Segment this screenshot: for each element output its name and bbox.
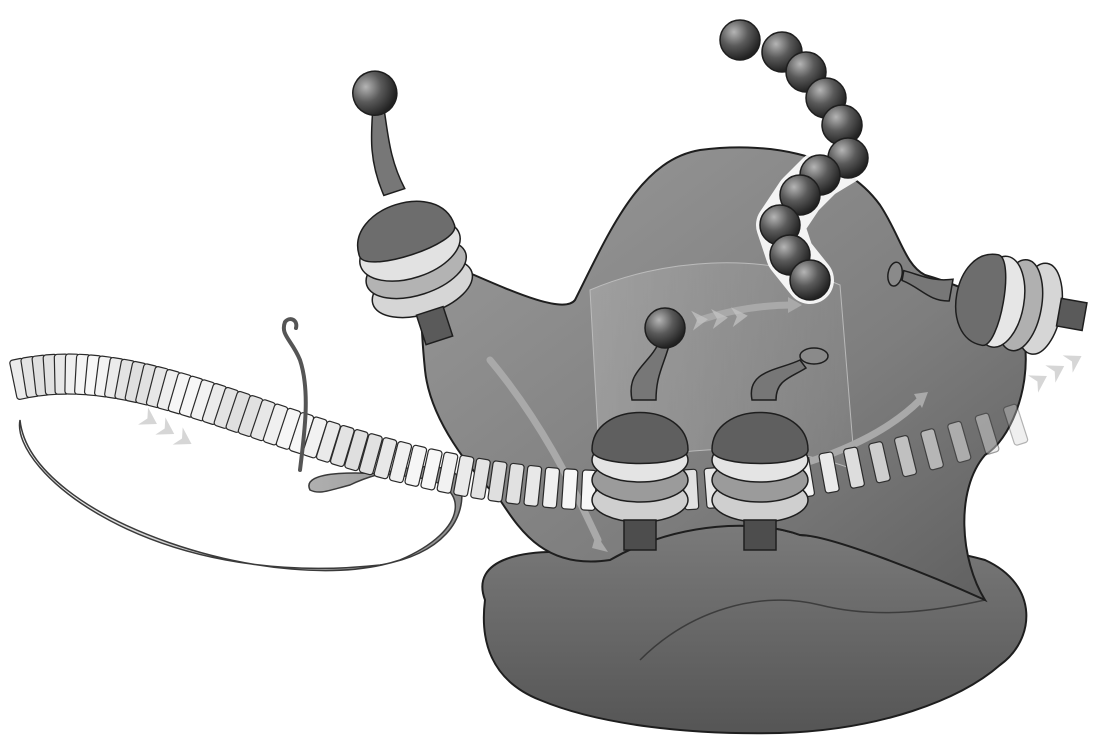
trna-a-site-cca-end bbox=[800, 348, 828, 364]
trna-p-site-amino-acid bbox=[645, 308, 685, 348]
trna-a-site-anticodon bbox=[744, 520, 776, 550]
mrna-codon bbox=[561, 469, 578, 510]
trna-exiting-amino-acid bbox=[347, 65, 402, 120]
trna-p-site-anticodon bbox=[624, 520, 656, 550]
trna-incoming-anticodon bbox=[1057, 298, 1087, 330]
amino-acid-bead bbox=[720, 20, 760, 60]
chevron-arrow-icon bbox=[1063, 347, 1087, 372]
amino-acid-bead bbox=[790, 260, 830, 300]
trna-exiting-acceptor bbox=[355, 101, 410, 195]
chevron-arrow-icon bbox=[173, 427, 197, 452]
chevron-arrow-icon bbox=[1028, 367, 1052, 392]
mrna-codon bbox=[542, 467, 559, 508]
chevron-arrow-icon bbox=[155, 417, 179, 442]
chevron-arrow-icon bbox=[1045, 357, 1069, 382]
chevron-arrow-icon bbox=[138, 407, 162, 432]
